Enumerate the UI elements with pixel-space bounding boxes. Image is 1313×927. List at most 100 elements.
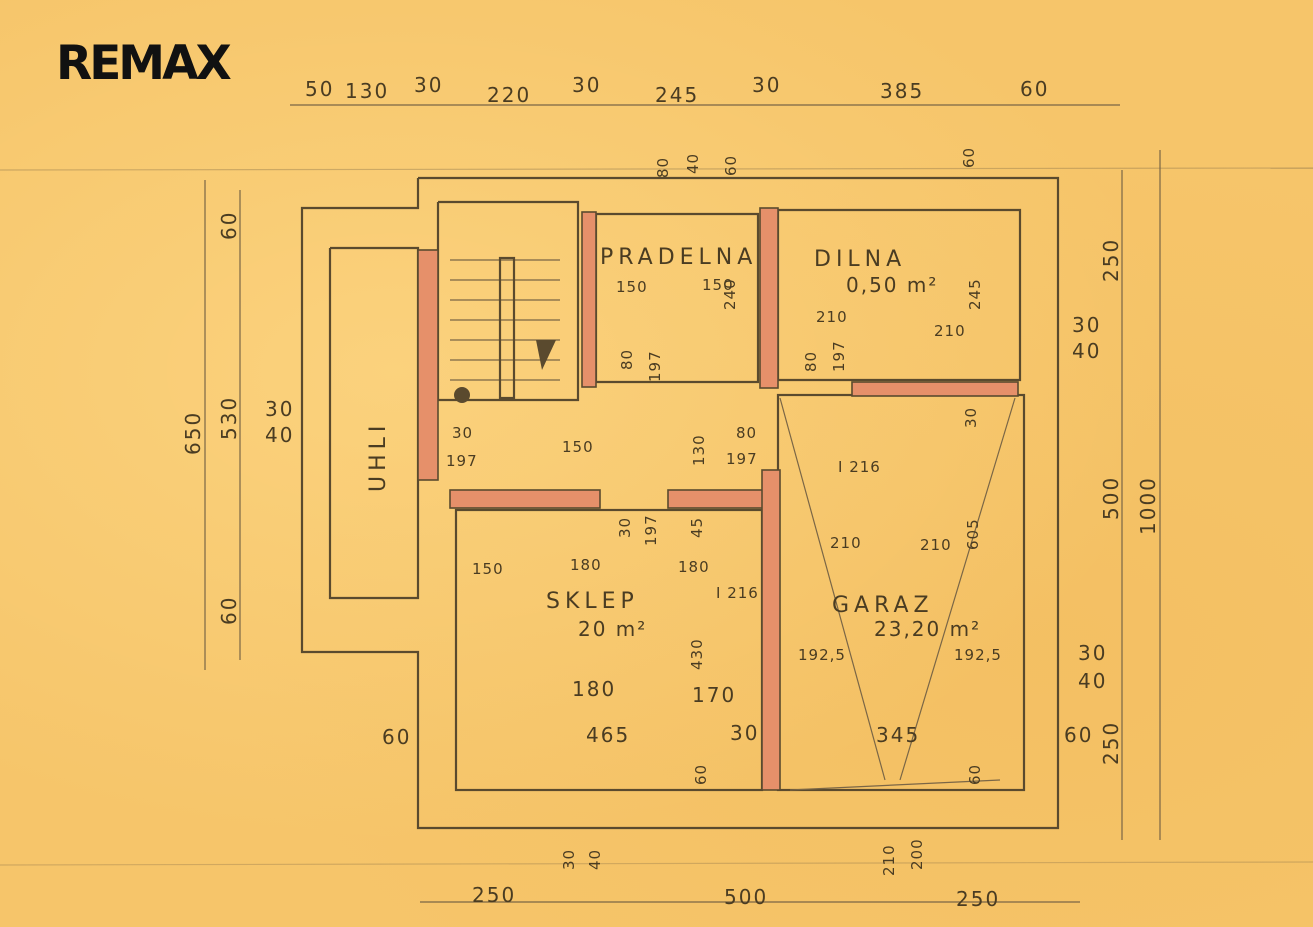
room-sklep-area: 20 m²: [578, 617, 647, 641]
dim-hall-5: 197: [726, 450, 758, 468]
pradelna-dimensions: 80 40 60 150 150 240 80 197: [616, 153, 740, 382]
dim-top-3: 220: [487, 83, 531, 107]
dim-sklep-4: 197: [642, 514, 660, 546]
dim-right-4: 30: [1072, 313, 1101, 337]
bottom-dimensions: 250 500 250: [472, 883, 1000, 911]
dim-sklep-8: 180: [572, 677, 616, 701]
dim-hall-6: I 216: [838, 458, 881, 476]
dim-right-7: 40: [1078, 669, 1107, 693]
dim-sklep-7: 430: [688, 638, 706, 670]
dim-right-6: 30: [1078, 641, 1107, 665]
dim-sklep-12: 60: [382, 725, 411, 749]
dim-pradelna-5: 240: [721, 278, 739, 310]
dim-sklep-2: 180: [678, 558, 710, 576]
dim-sklep-0: 150: [472, 560, 504, 578]
dim-bottom-0: 250: [472, 883, 516, 907]
room-garaz-name: GARAZ: [832, 593, 934, 618]
dim-garaz-0: 30: [962, 407, 980, 428]
dim-bottom-2: 250: [956, 887, 1000, 911]
dim-left-0: 650: [181, 411, 205, 455]
dim-pradelna-0: 80: [654, 157, 672, 178]
dim-hall-1: 197: [446, 452, 478, 470]
sklep-dimensions: 150 180 180 30 197 45 I 216 430 180 170 …: [382, 514, 759, 870]
dim-right-1: 500: [1099, 476, 1123, 520]
dim-dilna-5: 197: [830, 340, 848, 372]
dim-top-6: 30: [752, 73, 781, 97]
dim-top-2: 30: [414, 73, 443, 97]
dim-garaz-8: 60: [1064, 723, 1093, 747]
dimension-lines: [204, 104, 1161, 903]
room-sklep-name: SKLEP: [546, 589, 639, 614]
dim-sklep-10: 465: [586, 723, 630, 747]
dim-pradelna-2: 60: [722, 155, 740, 176]
remax-logo: REMAX: [56, 36, 232, 91]
dim-right-3: 250: [1099, 721, 1123, 765]
dim-dilna-2: 210: [816, 308, 848, 326]
dim-sklep-13: 60: [692, 764, 710, 785]
room-dilna-name: DILNA: [814, 247, 906, 272]
dim-pradelna-1: 40: [684, 153, 702, 174]
room-dilna-area: 0,50 m²: [846, 273, 938, 297]
dim-top-8: 60: [1020, 77, 1049, 101]
dim-hall-3: 130: [690, 434, 708, 466]
dim-left-5: 40: [265, 423, 294, 447]
room-pradelna-name: PRADELNA: [600, 245, 757, 270]
dim-hall-0: 30: [452, 424, 473, 442]
dim-sklep-9: 170: [692, 683, 736, 707]
hall-dimensions: 30 197 150 130 80 197 I 216: [446, 424, 881, 476]
dim-top-5: 245: [655, 83, 699, 107]
dim-pradelna-7: 197: [646, 350, 664, 382]
top-dimensions: 50 130 30 220 30 245 30 385 60: [305, 73, 1049, 107]
dim-top-1: 130: [345, 79, 389, 103]
dim-bottom-1: 500: [724, 885, 768, 909]
dilna-dimensions: 60 245 210 210 80 197: [802, 147, 984, 372]
paper-lines: [0, 167, 1313, 866]
dim-hall-4: 80: [736, 424, 757, 442]
dim-garaz-5: 192,5: [954, 646, 1002, 664]
room-labels: PRADELNA DILNA 0,50 m² SKLEP 20 m² GARAZ…: [366, 245, 981, 641]
dim-dilna-3: 210: [934, 322, 966, 340]
dim-garaz-9: 210: [880, 844, 898, 876]
dim-top-7: 385: [880, 79, 924, 103]
dim-left-3: 60: [217, 596, 241, 625]
dim-dilna-4: 80: [802, 351, 820, 372]
dim-garaz-10: 200: [908, 838, 926, 870]
dim-sklep-3: 30: [616, 517, 634, 538]
dim-pradelna-6: 80: [618, 349, 636, 370]
dim-pradelna-4: 150: [702, 276, 734, 294]
dim-sklep-6: I 216: [716, 584, 759, 602]
garage-lines: [779, 397, 1016, 791]
dim-dilna-1: 245: [966, 278, 984, 310]
dim-right-5: 40: [1072, 339, 1101, 363]
dim-right-0: 250: [1099, 238, 1123, 282]
dim-garaz-2: 210: [920, 536, 952, 554]
right-dimensions: 250 500 1000 250 30 40 30 40: [1072, 238, 1160, 765]
dim-sklep-14: 30: [560, 849, 578, 870]
room-uhli-name: UHLI: [366, 421, 391, 492]
dim-left-4: 30: [265, 397, 294, 421]
dim-top-4: 30: [572, 73, 601, 97]
dim-sklep-11: 30: [730, 721, 759, 745]
dim-sklep-15: 40: [586, 849, 604, 870]
dim-garaz-1: 210: [830, 534, 862, 552]
dim-sklep-1: 180: [570, 556, 602, 574]
dim-hall-2: 150: [562, 438, 594, 456]
garaz-dimensions: 30 210 210 605 192,5 192,5 345 60 60 210…: [798, 407, 1093, 876]
dim-right-2: 1000: [1136, 476, 1160, 535]
left-dimensions: 650 530 60 60 30 40: [181, 211, 294, 625]
dim-garaz-7: 60: [966, 764, 984, 785]
colored-walls: [417, 207, 1019, 791]
dim-garaz-6: 345: [876, 723, 920, 747]
staircase: [450, 256, 560, 403]
dim-garaz-3: 605: [964, 518, 982, 550]
dim-left-2: 60: [217, 211, 241, 240]
dim-garaz-4: 192,5: [798, 646, 846, 664]
room-garaz-area: 23,20 m²: [874, 617, 981, 641]
dim-pradelna-3: 150: [616, 278, 648, 296]
dim-left-1: 530: [217, 396, 241, 440]
dim-top-0: 50: [305, 77, 334, 101]
dim-sklep-5: 45: [688, 517, 706, 538]
dim-dilna-0: 60: [960, 147, 978, 168]
